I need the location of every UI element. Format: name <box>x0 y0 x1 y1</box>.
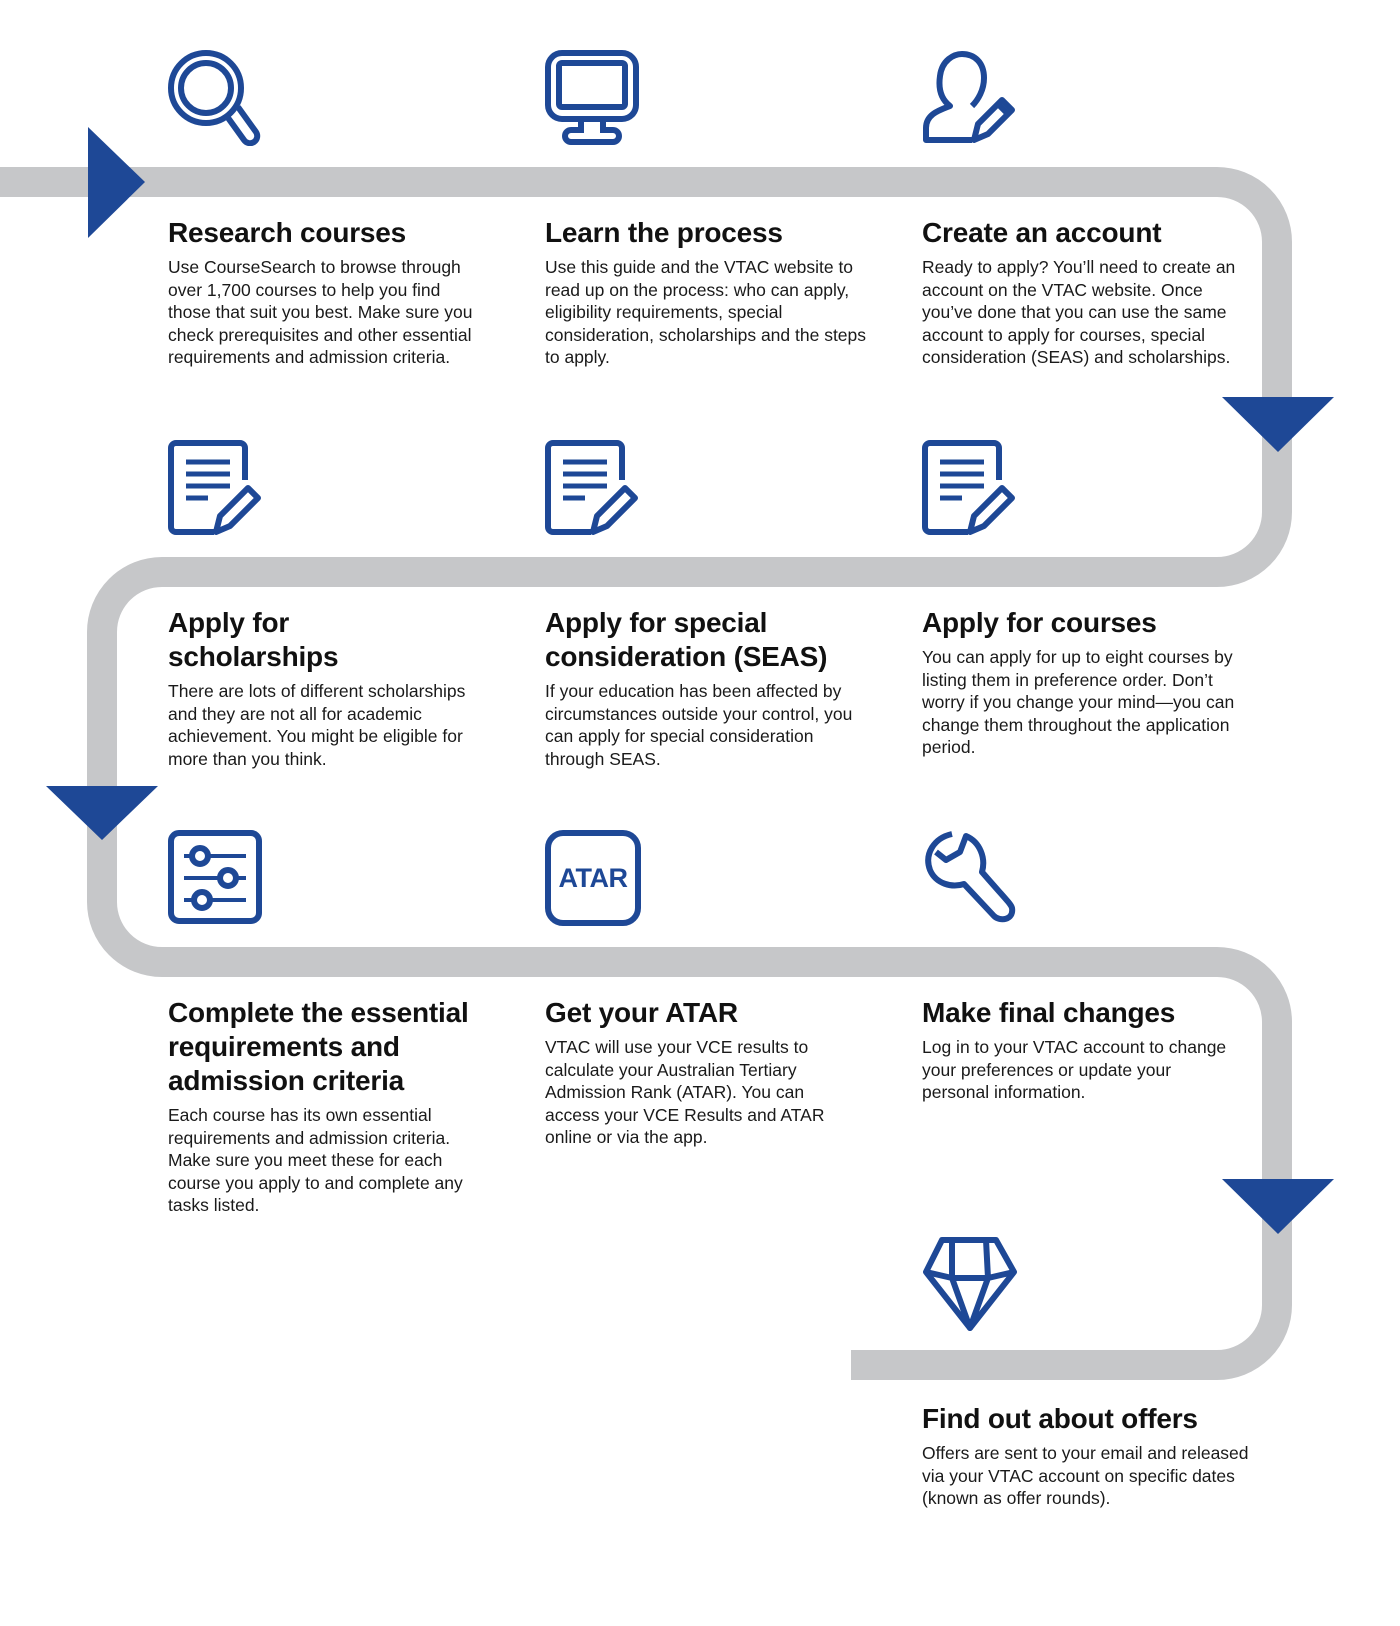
step-description: Offers are sent to your email and releas… <box>922 1443 1249 1508</box>
step-description: You can apply for up to eight courses by… <box>922 647 1235 757</box>
step-description: If your education has been affected by c… <box>545 681 853 769</box>
step-title: Research courses <box>168 217 407 248</box>
step-title: Create an account <box>922 217 1162 248</box>
sliders-icon <box>168 830 262 924</box>
step-final-changes: Make final changes Log in to your VTAC a… <box>922 996 1242 1104</box>
step-title: Find out about offers <box>922 1403 1198 1434</box>
user-edit-icon <box>923 51 1015 143</box>
step-description: Ready to apply? You’ll need to create an… <box>922 257 1236 367</box>
step-title: Apply for courses <box>922 607 1157 638</box>
diamond-icon <box>923 1237 1017 1331</box>
step-essential-requirements: Complete the essential requirements and … <box>168 996 488 1217</box>
arrow-down-icon <box>1222 1179 1334 1234</box>
step-learn-process: Learn the process Use this guide and the… <box>545 216 870 369</box>
step-title: Learn the process <box>545 217 783 248</box>
document-edit-icon <box>922 440 1015 535</box>
step-apply-courses: Apply for courses You can apply for up t… <box>922 606 1247 759</box>
step-title: Make final changes <box>922 997 1176 1028</box>
document-edit-icon <box>545 440 638 535</box>
atar-icon: ATAR <box>545 830 641 926</box>
step-find-offers: Find out about offers Offers are sent to… <box>922 1402 1262 1510</box>
step-description: Each course has its own essential requir… <box>168 1105 463 1215</box>
step-description: There are lots of different scholarships… <box>168 681 466 769</box>
step-get-atar: Get your ATAR VTAC will use your VCE res… <box>545 996 845 1149</box>
step-title: Get your ATAR <box>545 997 738 1028</box>
arrow-right-icon <box>88 127 145 238</box>
step-apply-scholarships: Apply for scholarships There are lots of… <box>168 606 465 770</box>
atar-icon-text: ATAR <box>558 862 628 893</box>
step-description: Use this guide and the VTAC website to r… <box>545 257 867 367</box>
document-edit-icon <box>168 440 261 535</box>
step-description: VTAC will use your VCE results to calcul… <box>545 1037 825 1147</box>
step-description: Use CourseSearch to browse through over … <box>168 257 473 367</box>
step-create-account: Create an account Ready to apply? You’ll… <box>922 216 1257 369</box>
step-description: Log in to your VTAC account to change yo… <box>922 1037 1227 1102</box>
wrench-icon <box>925 831 1016 923</box>
arrow-down-icon <box>46 786 158 840</box>
monitor-icon <box>545 50 639 145</box>
step-title: Apply for special consideration (SEAS) <box>545 607 828 672</box>
path-line <box>0 167 1292 1380</box>
magnifier-icon <box>168 50 261 146</box>
step-title: Complete the essential requirements and … <box>168 997 469 1096</box>
step-research-courses: Research courses Use CourseSearch to bro… <box>168 216 488 369</box>
step-apply-seas: Apply for special consideration (SEAS) I… <box>545 606 865 770</box>
step-title: Apply for scholarships <box>168 607 339 672</box>
arrow-down-icon <box>1222 397 1334 452</box>
